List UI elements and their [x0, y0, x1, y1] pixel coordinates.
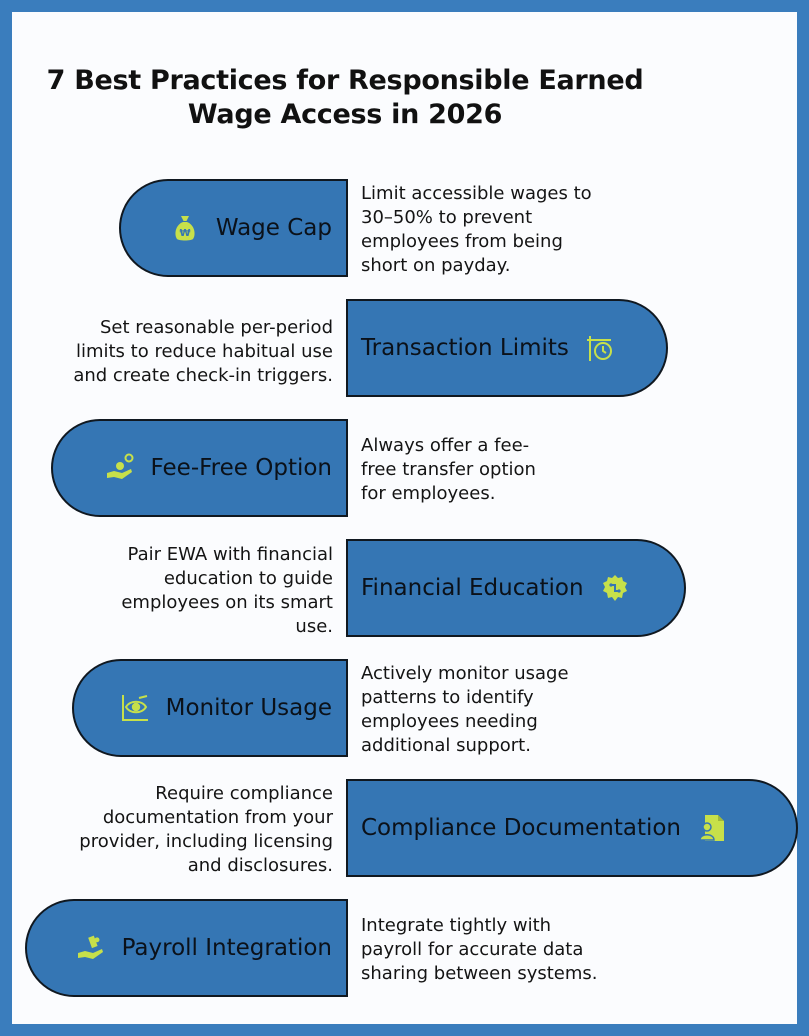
- practice-label: Financial Education: [361, 575, 584, 601]
- practice-transaction-limits: Transaction Limits: [346, 299, 668, 397]
- svg-text:₩: ₩: [179, 228, 190, 239]
- practice-label: Fee-Free Option: [150, 455, 332, 481]
- practice-label: Payroll Integration: [121, 935, 332, 961]
- title-line-2: Wage Access in 2026: [187, 99, 503, 130]
- hand-puzzle-icon: [76, 933, 106, 963]
- practice-payroll-integration: Payroll Integration: [25, 899, 348, 997]
- practice-label: Transaction Limits: [361, 335, 569, 361]
- document-user-icon: [697, 813, 727, 843]
- practice-description: Require compliance documentation from yo…: [79, 783, 333, 876]
- practice-description: Limit accessible wages to 30–50% to prev…: [361, 183, 592, 276]
- signpost-clock-icon: [585, 333, 615, 363]
- practice-label: Compliance Documentation: [361, 815, 682, 841]
- practice-label: Wage Cap: [215, 215, 332, 241]
- practice-compliance-documentation: Compliance Documentation: [346, 779, 798, 877]
- practice-monitor-usage: Monitor Usage: [72, 659, 348, 757]
- practice-description: Always offer a fee- free transfer option…: [361, 435, 536, 504]
- practice-description: Actively monitor usage patterns to ident…: [361, 663, 569, 756]
- hand-coins-icon: [105, 453, 135, 483]
- practice-fee-free-option: Fee-Free Option: [51, 419, 348, 517]
- practice-description: Integrate tightly with payroll for accur…: [361, 915, 598, 984]
- practice-label: Monitor Usage: [165, 695, 332, 721]
- brain-gear-icon: [600, 573, 630, 603]
- money-bag-won-icon: ₩: [170, 213, 200, 243]
- practice-wage-cap: ₩ Wage Cap: [119, 179, 348, 277]
- practice-financial-education: Financial Education: [346, 539, 686, 637]
- practice-description: Pair EWA with financial education to gui…: [121, 544, 333, 637]
- eye-chart-icon: [120, 693, 150, 723]
- page-title: 7 Best Practices for Responsible Earned …: [0, 64, 690, 132]
- title-line-1: 7 Best Practices for Responsible Earned: [46, 65, 644, 96]
- practice-description: Set reasonable per-period limits to redu…: [73, 317, 333, 386]
